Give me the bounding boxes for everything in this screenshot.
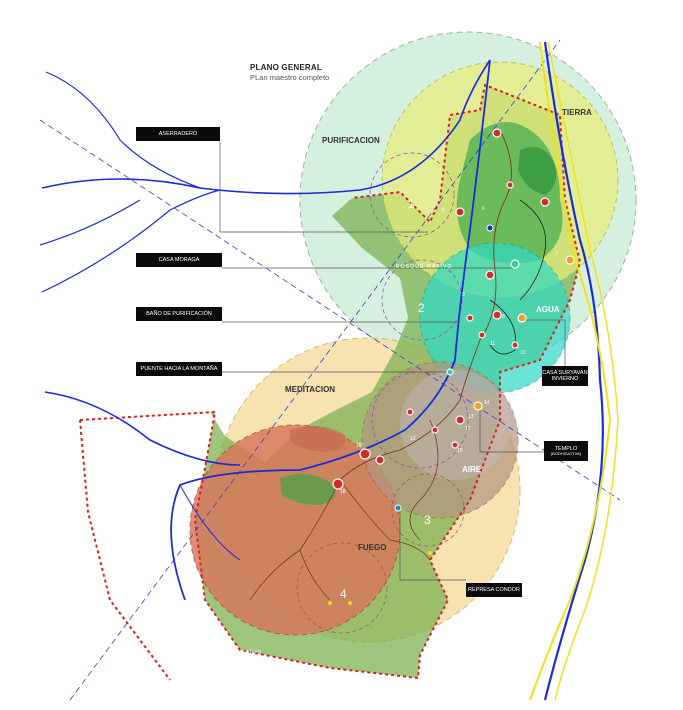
zone-label-tierra: TIERRA <box>562 108 592 117</box>
zone-number-4: 4 <box>340 587 347 601</box>
site-marker[interactable] <box>485 270 495 280</box>
callout-casa-suryavan-line1: CASA SURYAVAN <box>542 369 588 376</box>
zone-label-purificacion: PURIFICACION <box>322 136 380 145</box>
river-branch <box>41 189 221 293</box>
yellow-marker[interactable] <box>348 601 352 605</box>
vegetation-patch <box>290 426 346 452</box>
forest-label-top: BOSQUE NATIVO <box>396 264 453 270</box>
site-marker[interactable] <box>492 128 502 138</box>
guide-line <box>69 39 561 701</box>
orange-marker[interactable] <box>565 255 575 265</box>
cyan-marker[interactable] <box>446 368 454 376</box>
point-number: 18 <box>340 489 346 495</box>
river-main <box>543 41 604 701</box>
callout-represa[interactable]: REPRESA CONDOR <box>466 583 522 597</box>
site-marker[interactable] <box>455 207 465 217</box>
blue-marker[interactable] <box>394 504 402 512</box>
site-marker[interactable] <box>492 310 502 320</box>
point-number: 7 <box>555 251 558 257</box>
callout-templo-line1: TEMPLO <box>554 445 578 452</box>
zone-label-agua: AGUA <box>536 305 560 314</box>
site-marker[interactable] <box>455 415 465 425</box>
orange-marker[interactable] <box>517 313 527 323</box>
trail <box>299 479 341 601</box>
vegetation-patch <box>518 147 557 195</box>
callout-casa-suryavan[interactable]: CASA SURYAVAN INVIERNO <box>542 366 588 386</box>
trail <box>339 129 512 481</box>
site-markers <box>332 128 550 490</box>
site-marker[interactable] <box>375 455 385 465</box>
river-branch <box>45 71 201 189</box>
river-secondary <box>41 59 491 195</box>
point-number: 16 <box>356 443 362 449</box>
vegetation-patch <box>280 473 336 505</box>
point-number: 17 <box>465 426 471 432</box>
trail <box>249 549 301 601</box>
map-title: PLANO GENERAL <box>250 63 322 72</box>
site-marker[interactable] <box>478 331 486 339</box>
river-west <box>44 391 241 466</box>
property-boundary <box>79 83 582 681</box>
site-marker[interactable] <box>506 181 514 189</box>
zone-aire-circle <box>361 361 519 519</box>
subzone-circle-4 <box>296 542 388 634</box>
subzone-circle-2 <box>381 259 463 341</box>
road <box>547 41 619 701</box>
site-marker[interactable] <box>466 314 474 322</box>
zone-label-aire: AIRE <box>462 465 482 474</box>
point-number: 14 <box>484 400 490 406</box>
zone-number-1: 1 <box>408 197 415 211</box>
site-marker[interactable] <box>540 197 550 207</box>
callout-templo-line2: (BODHISATTVA) <box>550 450 582 456</box>
leader-aserradero <box>219 142 428 233</box>
zone-label-fuego: FUEGO <box>358 543 386 552</box>
callout-aserradero[interactable]: ASERRADERO <box>136 127 220 141</box>
trail <box>519 199 547 301</box>
callout-puente[interactable]: PUENTE HACIA LA MONTAÑA <box>136 362 222 376</box>
yellow-marker[interactable] <box>428 551 432 555</box>
site-marker[interactable] <box>332 478 344 490</box>
trail <box>489 299 517 355</box>
cyan-marker[interactable] <box>510 259 520 269</box>
forest-label-bottom: Bosque nativo <box>215 649 262 655</box>
callout-casa-suryavan-line2: INVIERNO <box>551 376 579 382</box>
zone-number-3: 3 <box>424 513 431 527</box>
trail <box>339 479 431 561</box>
callout-bano-purificacion[interactable]: BAÑO DE PURIFICACIÓN <box>136 307 222 321</box>
zone-label-meditacion: MEDITACION <box>285 385 335 394</box>
orange-marker[interactable] <box>473 401 483 411</box>
point-number: 5 <box>442 208 445 214</box>
point-number: 9 <box>462 292 465 298</box>
point-number: 6 <box>482 206 485 212</box>
site-marker[interactable] <box>406 408 414 416</box>
leader-casa-suryavan <box>525 319 566 366</box>
road <box>529 41 612 701</box>
blue-marker[interactable] <box>486 224 494 232</box>
point-number: 8 <box>502 314 505 320</box>
site-marker[interactable] <box>511 341 519 349</box>
zone-number-2: 2 <box>418 301 425 315</box>
point-number: 10 <box>520 350 526 356</box>
callout-casa-moraga[interactable]: CASA MORAGA <box>136 253 222 267</box>
river-branch <box>39 199 141 246</box>
guide-line <box>39 119 621 501</box>
subzone-circle-1 <box>369 152 455 238</box>
yellow-marker[interactable] <box>328 601 332 605</box>
point-number: 15 <box>457 448 463 454</box>
point-number: 12 <box>410 436 416 442</box>
site-marker[interactable] <box>431 426 439 434</box>
zone-aire-light <box>400 370 510 480</box>
point-number: 11 <box>490 341 495 347</box>
river-fuego <box>179 484 241 561</box>
trail <box>409 419 439 541</box>
special-markers <box>328 224 575 605</box>
map-subtitle: PLan maestro completo <box>250 73 330 82</box>
leader-represa <box>399 510 466 581</box>
site-marker[interactable] <box>359 448 371 460</box>
callout-templo[interactable]: TEMPLO (BODHISATTVA) <box>544 441 588 461</box>
point-number: 13 <box>468 414 474 420</box>
site-marker[interactable] <box>451 441 459 449</box>
leader-templo <box>479 405 544 453</box>
